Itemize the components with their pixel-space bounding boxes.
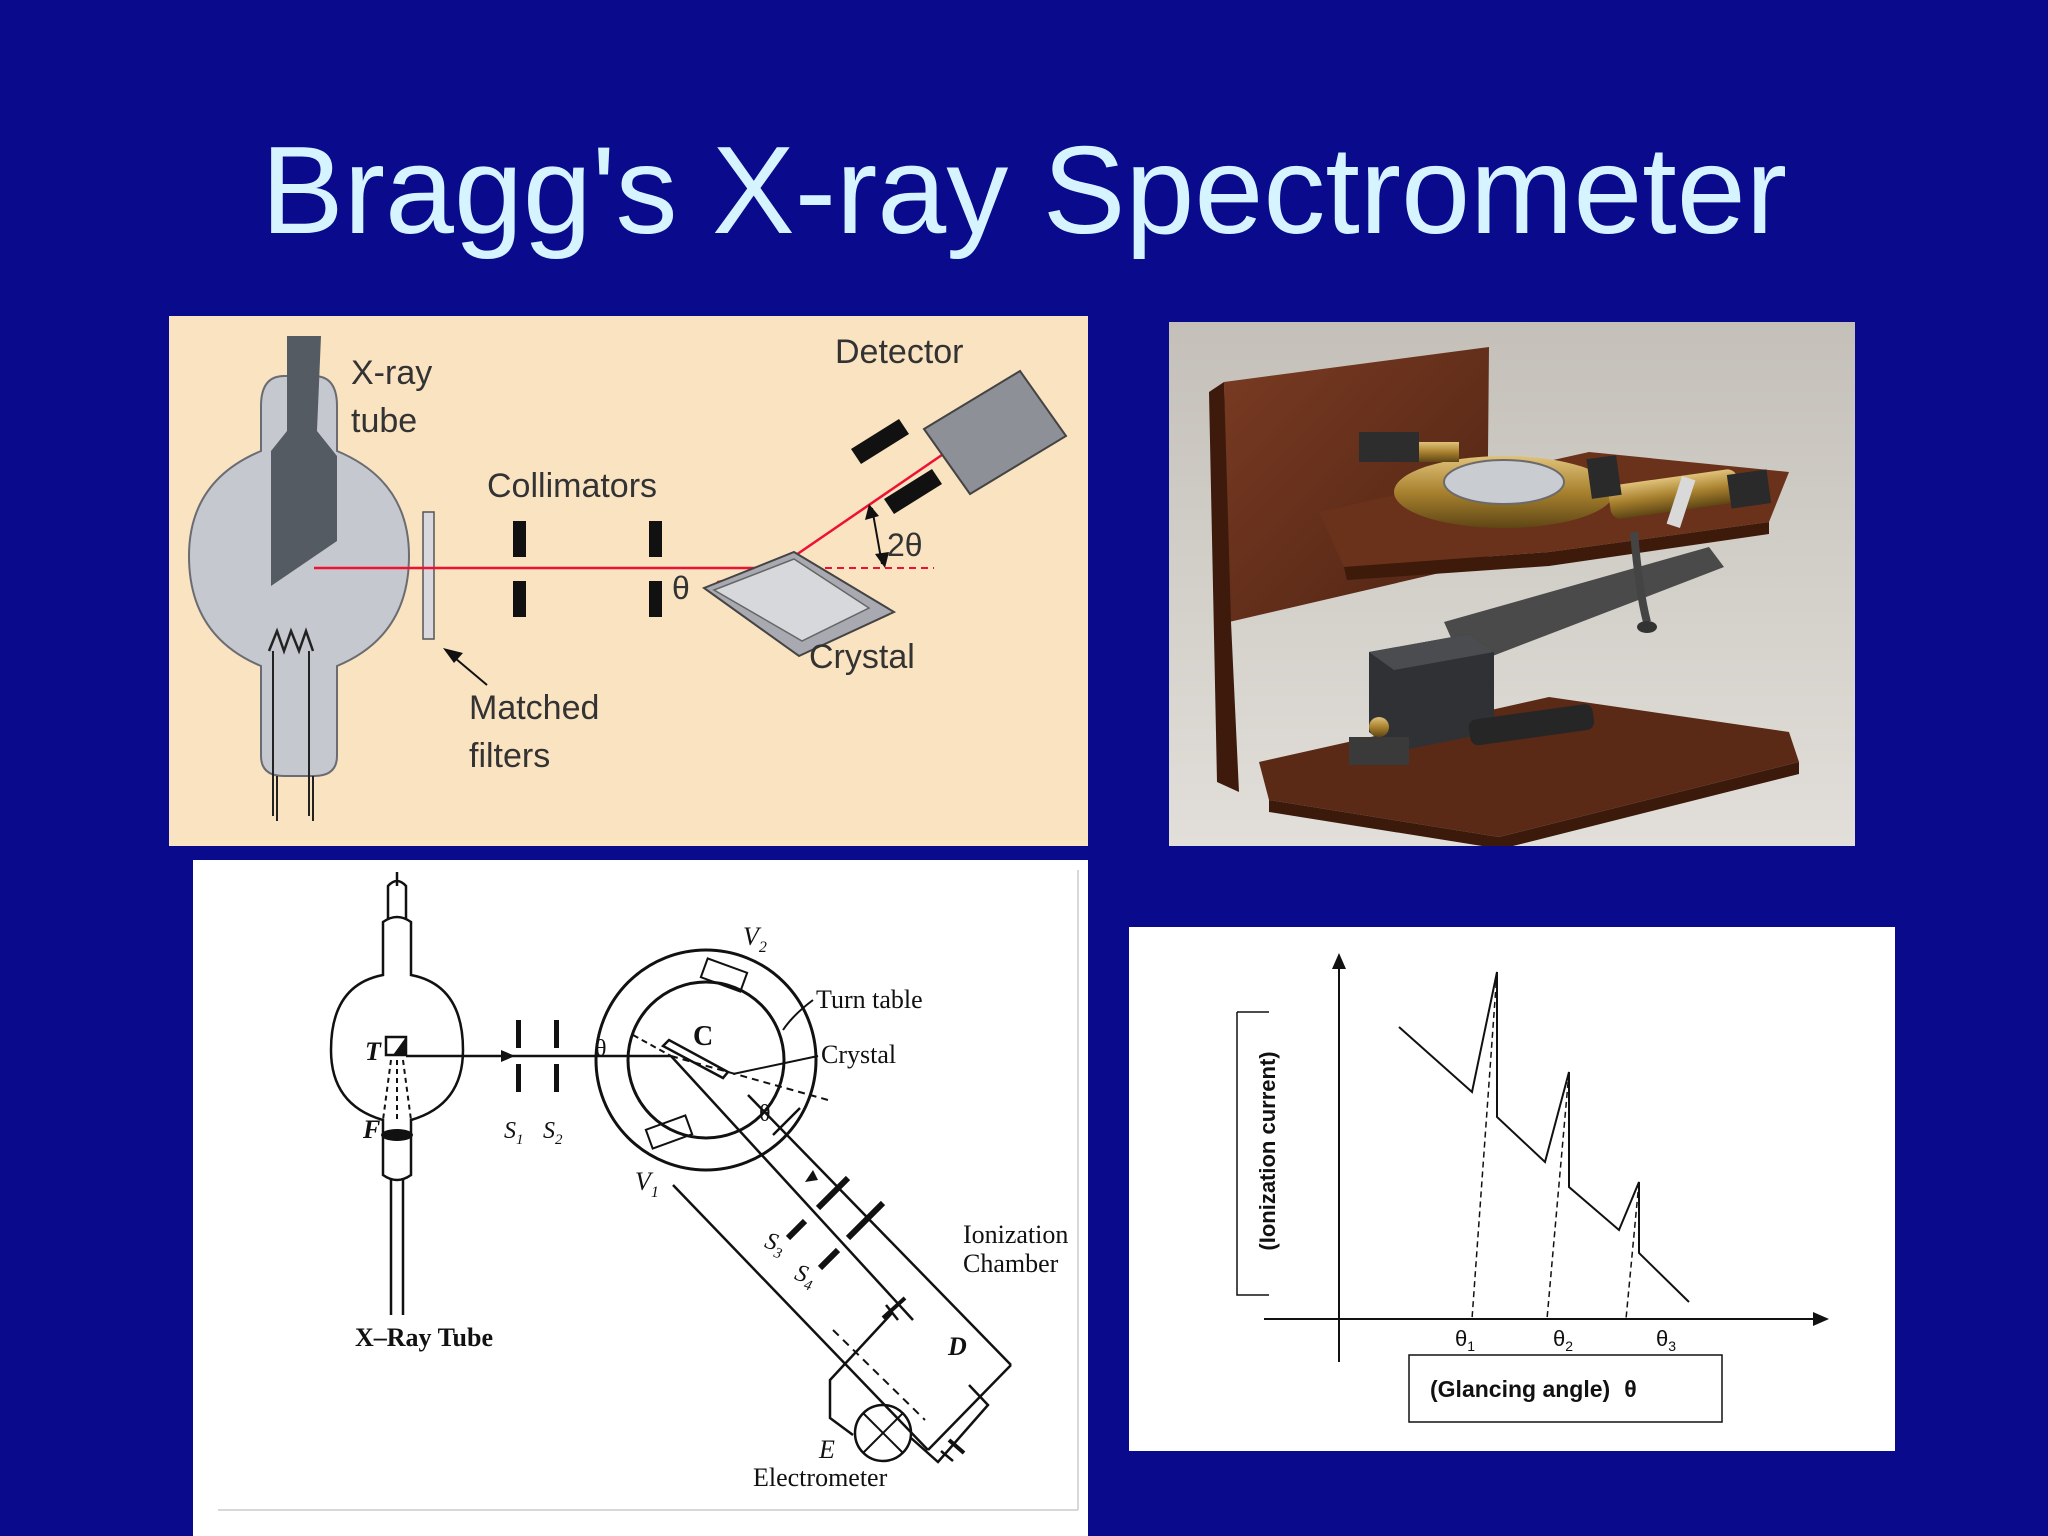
turn-table-label: Turn table	[816, 985, 923, 1014]
ionization-graph: (Ionization current) θ1 θ2 θ3 (Glancing …	[1129, 927, 1895, 1451]
ionization-graph-panel: (Ionization current) θ1 θ2 θ3 (Glancing …	[1129, 927, 1895, 1451]
tick-theta3: θ3	[1656, 1326, 1676, 1354]
projection-theta2	[1546, 1071, 1570, 1320]
anode	[271, 336, 337, 586]
c-label: C	[693, 1021, 713, 1052]
electrometer-label: Electrometer	[753, 1463, 888, 1492]
collimators-label: Collimators	[487, 467, 657, 505]
filter-plate	[422, 511, 435, 640]
ionization-label-line1: Ionization	[963, 1220, 1068, 1249]
collimators	[513, 521, 662, 617]
lower-arm	[1444, 547, 1724, 667]
apparatus-illustration	[1169, 322, 1855, 846]
line-diagram-panel: V2 Turn table Crystal C T F S1 S2 V1 θ θ…	[193, 860, 1088, 1536]
theta-label: θ	[672, 570, 690, 606]
d-label: D	[947, 1332, 967, 1361]
slide-title: Bragg's X-ray Spectrometer	[260, 122, 1788, 260]
xray-tube	[187, 336, 411, 821]
filament-label: F	[362, 1115, 380, 1144]
e-label: E	[818, 1435, 835, 1464]
detector-label: Detector	[835, 333, 964, 371]
v1-label: V1	[635, 1167, 659, 1201]
filament	[267, 627, 315, 655]
theta-label-a: θ	[595, 1036, 607, 1062]
xray-tube-label-line1: X-ray	[351, 354, 432, 392]
x-axis-label-box	[1408, 1354, 1723, 1423]
crystal-label-2: Crystal	[821, 1040, 896, 1069]
crystal-block	[701, 550, 897, 658]
theta-label-b: θ	[759, 1101, 771, 1127]
s1-label: S1	[504, 1118, 524, 1148]
two-theta-label: 2θ	[887, 527, 923, 563]
matched-filters-label-line2: filters	[469, 737, 550, 775]
matched-filters-label-line1: Matched	[469, 689, 599, 727]
crystal-label: Crystal	[809, 638, 915, 676]
telescope	[1608, 469, 1740, 519]
projection-theta3	[1625, 1181, 1640, 1320]
schematic-diagram: X-ray tube Collimators Detector Crystal …	[169, 316, 1088, 846]
crystal-drawing	[660, 1038, 730, 1080]
turn-table-outer	[594, 948, 818, 1172]
detector	[851, 369, 1068, 514]
schematic-diagram-panel: X-ray tube Collimators Detector Crystal …	[169, 316, 1088, 846]
electrometer-symbol	[853, 1403, 913, 1463]
xray-tube-drawing	[329, 872, 465, 1315]
apparatus-photo	[1169, 322, 1855, 846]
line-diagram: V2 Turn table Crystal C T F S1 S2 V1 θ θ…	[193, 860, 1088, 1536]
target-label: T	[365, 1037, 382, 1066]
s2-label: S2	[543, 1118, 563, 1148]
x-axis-label: (Glancing angle)θ	[1430, 1376, 1637, 1402]
turn-table-inner	[626, 980, 786, 1140]
xray-tube-label-line2: tube	[351, 402, 417, 440]
v2-label: V2	[743, 922, 767, 956]
y-axis-label: (Ionization current)	[1255, 1051, 1280, 1250]
projection-theta1	[1471, 971, 1498, 1320]
ionization-label-line2: Chamber	[963, 1249, 1059, 1278]
xray-tube-label: X–Ray Tube	[355, 1323, 493, 1352]
tick-theta1: θ1	[1455, 1326, 1475, 1354]
tick-theta2: θ2	[1553, 1326, 1573, 1354]
